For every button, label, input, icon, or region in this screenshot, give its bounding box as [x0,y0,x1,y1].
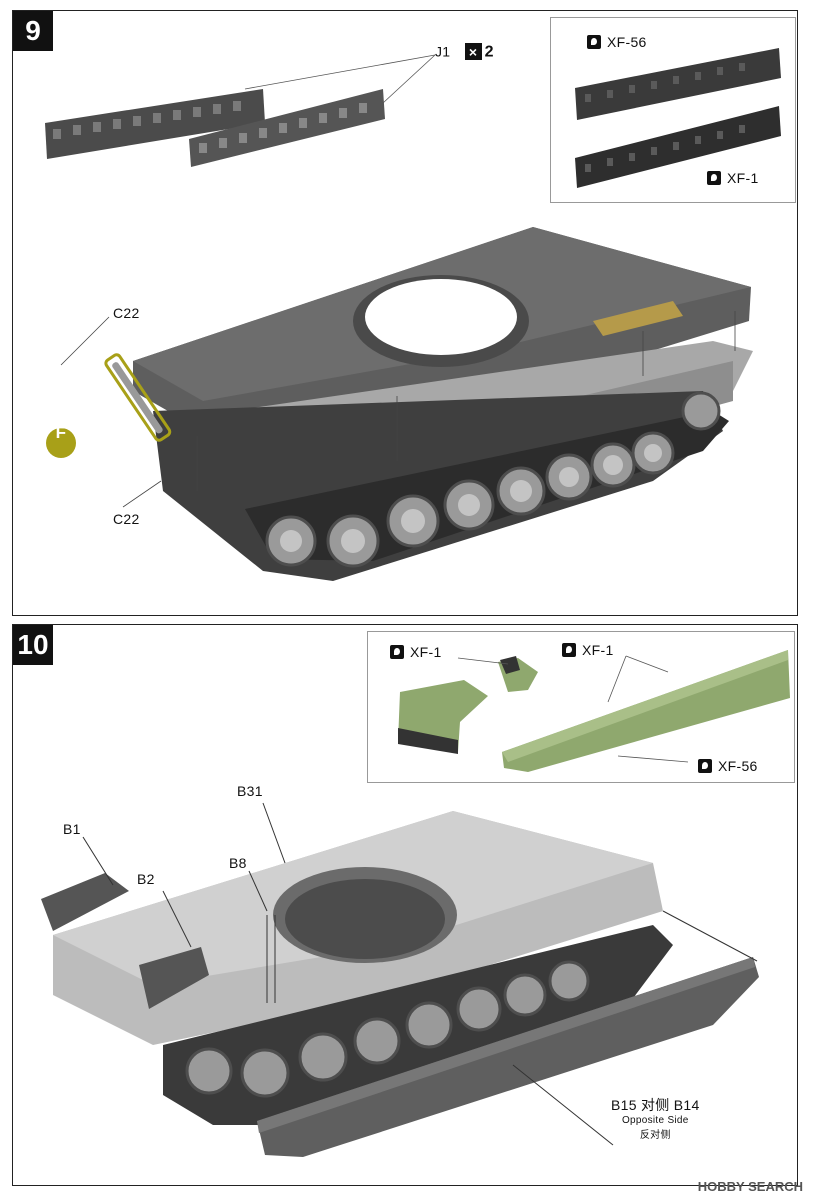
paint-brush-icon [698,759,712,773]
sub-assembly-marker [46,428,76,458]
paint-callout-b: XF-1 [707,170,759,186]
part-b8-label: B8 [229,855,247,871]
paint-code: XF-1 [582,642,614,658]
part-c22-bottom-label: C22 [113,511,140,527]
part-j1-label: J1 [435,43,451,60]
side-part-callout: B15 对侧 B14 Opposite Side 反对侧 [611,1095,700,1141]
side-part-label: B15 对侧 B14 [611,1097,700,1113]
paint-code: XF-56 [607,34,647,50]
step-number: 10 [13,625,53,665]
multiply-icon: × [464,43,482,60]
quantity-label: 2 [484,43,494,61]
paint-callout-3: XF-56 [698,758,758,774]
paint-code: XF-1 [727,170,759,186]
part-j1-callout: J1 ×2 [435,43,494,62]
paint-brush-icon [587,35,601,49]
step-9-illustration [45,54,753,581]
paint-brush-icon [390,645,404,659]
part-b2-plate [139,947,209,1009]
track-run [153,391,729,581]
road-wheels [185,960,590,1098]
track-link-right [189,89,385,167]
part-b2-label: B2 [137,871,155,887]
opposite-side-cn: 反对侧 [639,1130,671,1141]
part-b31-label: B31 [237,783,263,799]
painted-track-illustration [575,48,781,188]
watermark: HOBBY SEARCH [697,1179,803,1194]
paint-callout-2: XF-1 [562,642,614,658]
side-skirt [257,957,759,1157]
paint-code: XF-1 [410,644,442,660]
opposite-side-en: Opposite Side [621,1115,689,1126]
part-c22-top-label: C22 [113,305,140,321]
step-number: 9 [13,11,53,51]
painted-parts-illustration [398,650,790,772]
paint-callout-a: XF-56 [587,34,647,50]
step-10-panel: 10 [12,624,798,1186]
step-10-illustration [41,802,759,1157]
paint-callout-1: XF-1 [390,644,442,660]
paint-brush-icon [562,643,576,657]
track-link-left [45,89,265,159]
paint-inset: XF-1 XF-1 XF-56 [367,631,795,783]
sub-assembly-label: F [55,423,67,442]
track-paint-inset: XF-56 XF-1 [550,17,796,203]
paint-code: XF-56 [718,758,758,774]
upper-hull [133,227,751,451]
part-b1-label: B1 [63,821,81,837]
step-9-panel: 9 [12,10,798,616]
paint-brush-icon [707,171,721,185]
upper-hull [53,811,663,1045]
part-f-rod-assembly [104,353,172,442]
part-b1-plate [41,873,129,931]
